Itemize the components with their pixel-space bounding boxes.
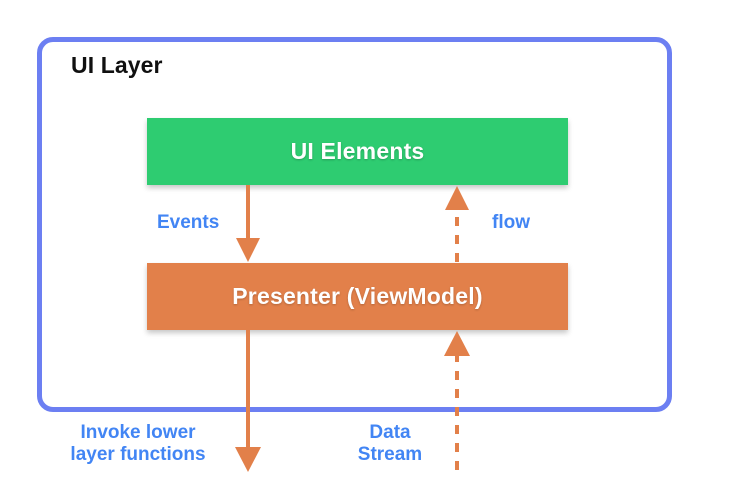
- node-presenter[interactable]: Presenter (ViewModel): [147, 263, 568, 330]
- node-ui-elements[interactable]: UI Elements: [147, 118, 568, 185]
- edge-label-invoke-line1: Invoke lower: [80, 422, 196, 443]
- edge-label-flow: flow: [492, 212, 530, 233]
- edge-label-invoke-line2: layer functions: [70, 444, 206, 466]
- edge-label-data-stream-line1: Data: [369, 422, 411, 443]
- edge-label-data-stream: Data Stream: [340, 422, 440, 467]
- edge-label-events: Events: [157, 212, 220, 233]
- edge-label-invoke-lower-layer-functions: Invoke lower layer functions: [48, 422, 228, 467]
- node-presenter-label: Presenter (ViewModel): [232, 283, 483, 309]
- node-ui-elements-label: UI Elements: [290, 138, 425, 164]
- ui-layer-container: [37, 37, 672, 412]
- ui-layer-title: UI Layer: [71, 52, 163, 78]
- edge-label-data-stream-line2: Stream: [357, 444, 423, 466]
